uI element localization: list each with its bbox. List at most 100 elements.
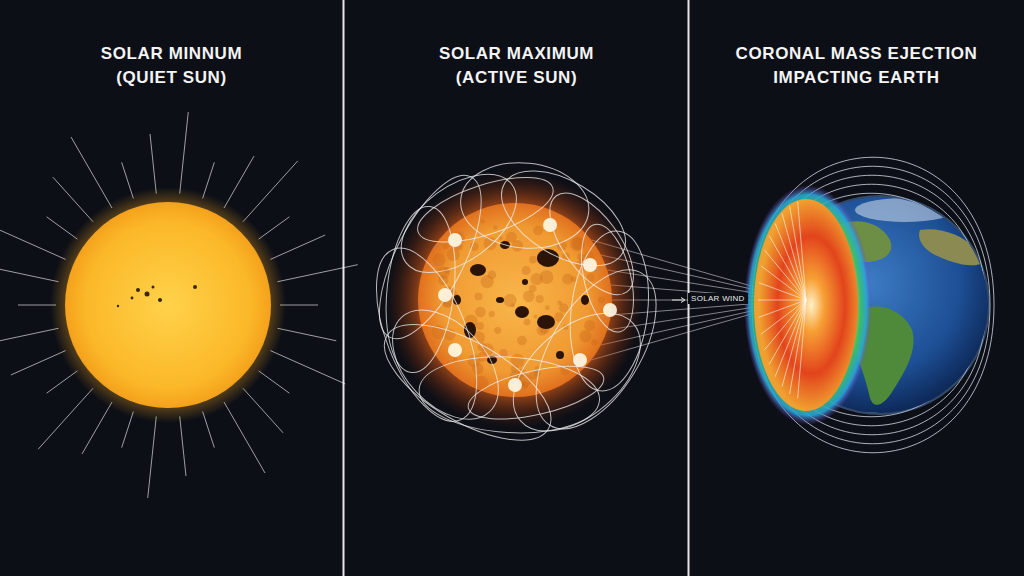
sunspots	[117, 285, 197, 307]
sun-ray	[243, 161, 298, 222]
granule	[591, 339, 597, 345]
granule	[584, 320, 595, 331]
granule	[523, 291, 535, 303]
sun-rays	[0, 112, 358, 498]
sun-ray	[224, 402, 265, 473]
cme-ray	[775, 300, 806, 377]
cme-ray	[798, 300, 806, 398]
sun-ray	[11, 351, 66, 375]
granule	[481, 275, 494, 288]
granule	[512, 240, 524, 252]
granule	[533, 314, 537, 318]
sun-ray	[243, 388, 283, 433]
sunspot	[522, 279, 528, 285]
granule	[493, 225, 498, 230]
panel-title: SOLAR MAXIMUM	[355, 42, 678, 66]
granule	[475, 293, 483, 301]
panel-title: SOLAR MINNUM	[10, 42, 333, 66]
sunspot	[581, 295, 589, 305]
granule	[504, 294, 517, 307]
granule	[540, 270, 554, 284]
flare	[448, 343, 462, 357]
granule	[443, 243, 449, 249]
magnetic-loop	[492, 290, 662, 454]
granule	[529, 256, 537, 264]
sun-ray	[148, 416, 157, 498]
granule	[524, 319, 531, 326]
granule	[437, 267, 450, 280]
magnetic-loops	[356, 151, 681, 463]
sunspot	[470, 264, 486, 276]
granule	[579, 330, 591, 342]
sun-ray	[53, 177, 93, 222]
granule	[533, 226, 543, 236]
wind-label: SOLAR WIND	[688, 293, 748, 304]
magnetic-loop	[372, 290, 518, 439]
cme-ray	[769, 236, 806, 300]
magnetic-loop	[562, 227, 657, 395]
magnetic-loop	[572, 219, 643, 337]
magnetic-loop	[486, 151, 642, 285]
sun-ray	[278, 328, 337, 340]
panel-heading: SOLAR MAXIMUM(ACTIVE SUN)	[345, 42, 688, 96]
panel-heading: SOLAR MINNUM(QUIET SUN)	[0, 42, 343, 96]
sun-ray	[180, 416, 186, 476]
cme-ray	[764, 300, 806, 350]
sunspot	[496, 297, 504, 303]
granule	[480, 219, 484, 223]
granule	[517, 336, 527, 346]
granule	[494, 327, 501, 334]
panel-divider	[343, 0, 345, 576]
panel-divider	[688, 0, 690, 576]
magnetic-loop	[410, 164, 560, 255]
coronal-mass-ejection	[754, 199, 858, 411]
sunspot	[556, 351, 564, 359]
panel-heading: CORONAL MASS EJECTION IMPACTING EARTH	[689, 42, 1024, 96]
sun-ray	[0, 269, 58, 281]
sun-ray	[150, 134, 156, 194]
sunspot	[515, 306, 529, 318]
granule	[475, 307, 486, 318]
panel-title: CORONAL MASS EJECTION IMPACTING EARTH	[699, 42, 1014, 90]
magnetic-loop	[384, 154, 534, 292]
granule	[536, 295, 544, 303]
sun-ray	[270, 351, 345, 384]
magnetic-loop	[359, 161, 501, 352]
field-line	[755, 166, 990, 444]
cme-ray	[761, 266, 806, 300]
sun-glow	[50, 187, 286, 423]
magnetic-loop	[417, 352, 602, 438]
magnetic-loop	[534, 179, 649, 308]
cme-rays	[758, 202, 806, 399]
flare	[603, 303, 617, 317]
sun-ray	[0, 328, 58, 345]
granule	[489, 311, 495, 317]
sun-ray	[0, 226, 66, 259]
granule	[511, 354, 525, 368]
cme-outer-band	[744, 185, 872, 425]
magnetic-loop	[367, 302, 568, 464]
cme-ray	[758, 300, 806, 301]
granule	[476, 322, 484, 330]
panel-subtitle: (ACTIVE SUN)	[355, 66, 678, 90]
granule	[447, 248, 460, 261]
sun-ray	[180, 112, 189, 194]
cme-ray	[790, 300, 806, 394]
sun-ray	[270, 235, 325, 259]
sun-ray	[82, 402, 112, 454]
granule	[511, 303, 515, 307]
wind-arrow-head	[681, 298, 685, 303]
quiet-sun	[65, 202, 271, 408]
flare	[543, 218, 557, 232]
flare-points	[438, 218, 617, 392]
cme-ray	[759, 283, 806, 300]
granule	[522, 266, 531, 275]
granule	[545, 305, 550, 310]
wind-arrow	[672, 300, 684, 301]
flare	[438, 288, 452, 302]
magnetic-loop	[378, 203, 463, 376]
sunspot	[537, 315, 555, 329]
flare	[448, 233, 462, 247]
